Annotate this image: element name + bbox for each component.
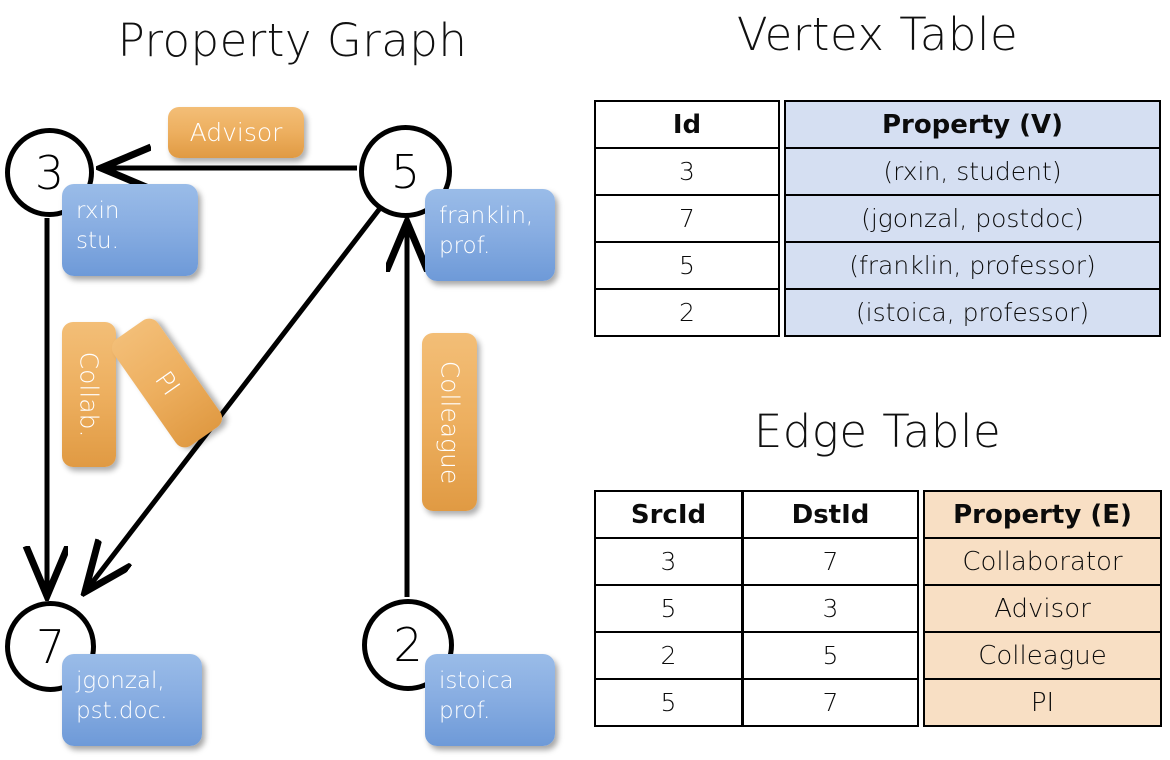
edge-label-colleague-text: Colleague	[435, 360, 465, 484]
table-row: PI	[923, 678, 1162, 727]
vertex-cell-id: 5	[594, 241, 780, 290]
vertex-table-property-column: Property (V) (rxin, student) (jgonzal, p…	[784, 100, 1161, 337]
table-row: Colleague	[923, 631, 1162, 680]
graph-node-2[interactable]: 2	[362, 599, 454, 691]
table-header-row: Property (V)	[784, 100, 1161, 149]
table-row: 3	[594, 147, 780, 196]
table-row: 3	[742, 584, 919, 633]
edge-label-badge-colleague: Colleague	[422, 333, 477, 511]
edge-header-srcid: SrcId	[594, 490, 743, 539]
table-row: Advisor	[923, 584, 1162, 633]
table-header-row: SrcId	[594, 490, 743, 539]
table-row: (jgonzal, postdoc)	[784, 194, 1161, 243]
page-title-vertex-table: Vertex Table	[736, 8, 1019, 61]
table-row: Collaborator	[923, 537, 1162, 586]
node-property-badge-2: istoica prof.	[425, 654, 555, 746]
table-header-row: Property (E)	[923, 490, 1162, 539]
graph-edges-layer	[0, 0, 585, 760]
edge-cell-dstid: 3	[742, 584, 919, 633]
table-row: 2	[594, 288, 780, 337]
edge-cell-srcid: 5	[594, 678, 743, 727]
node-property-badge-5: franklin, prof.	[425, 189, 555, 281]
edge-table-property-column: Property (E) Collaborator Advisor Collea…	[923, 490, 1162, 727]
vertex-cell-property: (rxin, student)	[784, 147, 1161, 196]
vertex-cell-id: 7	[594, 194, 780, 243]
node-property-badge-7: jgonzal, pst.doc.	[62, 654, 202, 746]
table-row: 7	[742, 678, 919, 727]
vertex-header-property: Property (V)	[784, 100, 1161, 149]
vertex-table-id-column: Id 3 7 5 2	[594, 100, 780, 337]
edge-cell-srcid: 5	[594, 584, 743, 633]
vertex-cell-property: (franklin, professor)	[784, 241, 1161, 290]
page-title-edge-table: Edge Table	[753, 405, 1002, 458]
edge-label-badge-collab: Collab.	[62, 322, 116, 467]
edge-5-to-7-pi	[88, 205, 383, 588]
table-row: 3	[594, 537, 743, 586]
edge-cell-dstid: 7	[742, 678, 919, 727]
edge-header-property: Property (E)	[923, 490, 1162, 539]
edge-cell-property: PI	[923, 678, 1162, 727]
property-graph-panel: Property Graph 3 5 7 2 rxin stu. frankli…	[0, 0, 585, 760]
edge-header-dstid: DstId	[742, 490, 919, 539]
edge-label-badge-advisor: Advisor	[168, 107, 304, 158]
edge-cell-dstid: 5	[742, 631, 919, 680]
edge-cell-srcid: 3	[594, 537, 743, 586]
table-row: 2	[594, 631, 743, 680]
edge-table-src-column: SrcId 3 5 2 5	[594, 490, 743, 727]
table-row: (franklin, professor)	[784, 241, 1161, 290]
edge-label-collab-text: Collab.	[74, 351, 104, 438]
table-row: 7	[742, 537, 919, 586]
table-row: 5	[594, 584, 743, 633]
page-title-property-graph: Property Graph	[117, 14, 468, 67]
vertex-header-id: Id	[594, 100, 780, 149]
edge-cell-property: Colleague	[923, 631, 1162, 680]
vertex-cell-id: 3	[594, 147, 780, 196]
vertex-cell-property: (jgonzal, postdoc)	[784, 194, 1161, 243]
table-header-row: DstId	[742, 490, 919, 539]
edge-cell-dstid: 7	[742, 537, 919, 586]
table-row: 5	[742, 631, 919, 680]
vertex-cell-property: (istoica, professor)	[784, 288, 1161, 337]
edge-table-dst-column: DstId 7 3 5 7	[742, 490, 919, 727]
table-row: 7	[594, 194, 780, 243]
edge-cell-property: Advisor	[923, 584, 1162, 633]
vertex-cell-id: 2	[594, 288, 780, 337]
tables-panel: Vertex Table Id 3 7 5 2 Property (V) (rx…	[585, 0, 1170, 760]
node-property-badge-3: rxin stu.	[62, 184, 198, 276]
edge-label-pi-text: PI	[148, 365, 186, 401]
table-row: (istoica, professor)	[784, 288, 1161, 337]
edge-cell-srcid: 2	[594, 631, 743, 680]
table-header-row: Id	[594, 100, 780, 149]
graph-node-5[interactable]: 5	[359, 125, 452, 218]
table-row: 5	[594, 241, 780, 290]
table-row: 5	[594, 678, 743, 727]
edge-cell-property: Collaborator	[923, 537, 1162, 586]
table-row: (rxin, student)	[784, 147, 1161, 196]
